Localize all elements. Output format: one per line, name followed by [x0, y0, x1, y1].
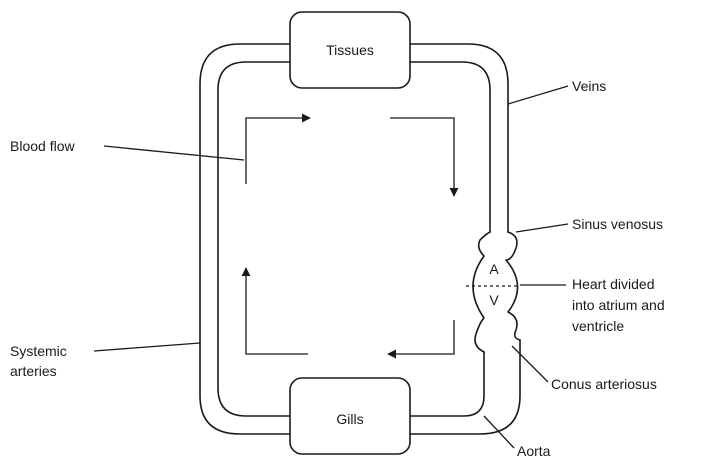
- conus-arteriosus-label: Conus arteriosus: [551, 376, 657, 392]
- ventricle-label: V: [489, 292, 499, 308]
- atrium-label: A: [489, 261, 499, 277]
- veins-label: Veins: [572, 78, 606, 94]
- heart-label-line-1: Heart divided: [572, 276, 655, 292]
- aorta-label: Aorta: [517, 443, 551, 459]
- flow-arrow-top-left: [246, 118, 310, 184]
- leader-veins: [508, 86, 568, 104]
- gills-label: Gills: [336, 411, 363, 427]
- leader-systemic-arteries: [94, 343, 200, 351]
- leader-conus-arteriosus: [512, 346, 548, 382]
- heart-label-line-3: ventricle: [572, 318, 624, 334]
- flow-arrow-bottom-left: [246, 268, 308, 354]
- flow-arrow-bottom-right: [388, 320, 454, 354]
- tissues-label: Tissues: [326, 42, 374, 58]
- blood-flow-label: Blood flow: [10, 138, 75, 154]
- leader-aorta: [484, 416, 514, 448]
- leader-blood-flow: [104, 146, 244, 160]
- systemic-arteries-label-line-2: arteries: [10, 363, 57, 379]
- systemic-arteries-label-line-1: Systemic: [10, 343, 67, 359]
- heart-label-line-2: into atrium and: [572, 297, 665, 313]
- inner-vessel-wall: [218, 62, 490, 416]
- outer-vessel-wall: [200, 44, 520, 434]
- leader-sinus-venosus: [516, 224, 568, 232]
- flow-arrow-top-right: [390, 118, 454, 196]
- sinus-venosus-label: Sinus venosus: [572, 216, 663, 232]
